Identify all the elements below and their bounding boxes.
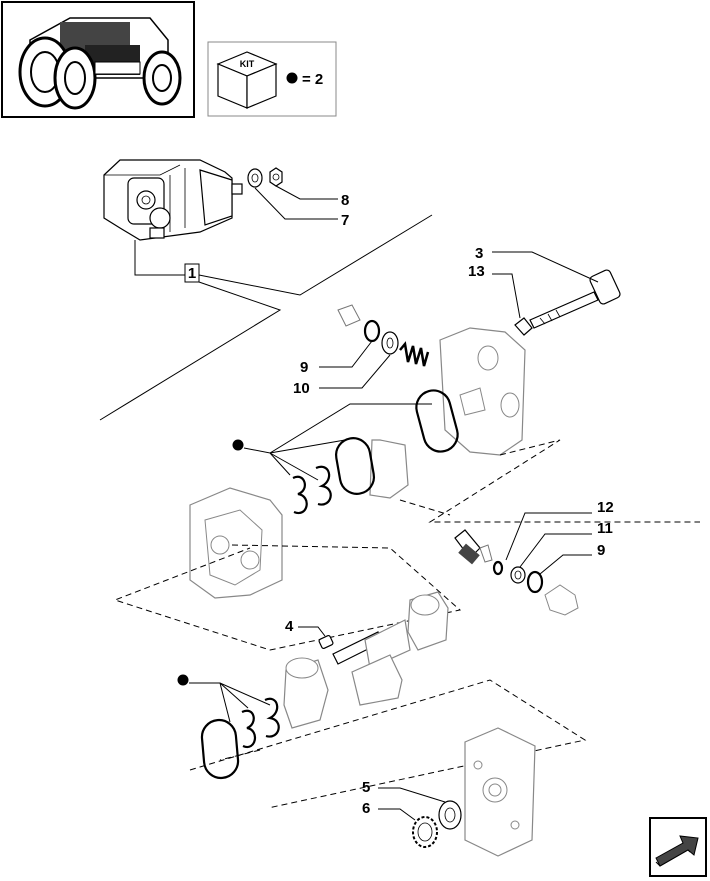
backup-seal-upper-2[interactable] — [315, 465, 332, 506]
washer-7[interactable] — [247, 168, 263, 188]
snap-ring-6[interactable] — [412, 816, 438, 848]
backup-seal-upper-1[interactable] — [292, 475, 308, 515]
seal-5[interactable] — [438, 800, 462, 830]
arrow-right-icon — [655, 835, 699, 867]
callout-12: 12 — [597, 499, 614, 516]
plug-hex[interactable] — [544, 584, 579, 616]
seal-ring-large[interactable] — [413, 387, 462, 456]
valve-plug[interactable] — [337, 304, 361, 327]
o-ring-9-lower[interactable] — [526, 570, 544, 594]
backup-seal-lower-2[interactable] — [264, 697, 280, 738]
bolt-3[interactable] — [529, 269, 621, 329]
tractor-icon — [18, 17, 182, 110]
front-flange[interactable] — [464, 727, 536, 857]
washer-10[interactable] — [381, 331, 399, 355]
callout-8: 8 — [341, 192, 349, 209]
spring[interactable] — [399, 341, 430, 367]
key-4[interactable] — [318, 634, 334, 650]
callout-4: 4 — [285, 618, 294, 635]
pump-assembly[interactable] — [103, 159, 243, 241]
o-ring-12[interactable] — [492, 560, 504, 576]
callout-1: 1 — [188, 265, 196, 282]
nut-8[interactable] — [269, 167, 283, 187]
callout-3: 3 — [475, 245, 483, 262]
bushing-lower[interactable] — [283, 657, 329, 729]
kit-box-icon — [216, 51, 278, 109]
rear-cover[interactable] — [439, 327, 526, 456]
seal-ring-plate[interactable] — [333, 435, 376, 496]
intermediate-plate[interactable] — [369, 439, 409, 499]
callout-13: 13 — [468, 263, 485, 280]
callout-11: 11 — [597, 520, 613, 537]
washer-11[interactable] — [510, 566, 526, 584]
next-page-button[interactable] — [649, 817, 707, 877]
relief-valve[interactable] — [454, 529, 493, 565]
callout-9-right: 9 — [597, 542, 605, 559]
washer-13[interactable] — [514, 317, 533, 336]
callout-7: 7 — [341, 212, 349, 229]
tractor-thumbnail[interactable] — [1, 1, 195, 118]
pump-body[interactable] — [189, 487, 283, 599]
callout-10: 10 — [293, 380, 310, 397]
driven-gear[interactable] — [351, 654, 403, 706]
kit-bullet-upper — [232, 439, 244, 451]
bushing-upper[interactable] — [407, 591, 449, 651]
callout-6: 6 — [362, 800, 370, 817]
backup-seal-lower-1[interactable] — [241, 709, 256, 749]
drive-shaft[interactable] — [332, 619, 411, 669]
callout-9-top: 9 — [300, 359, 308, 376]
callout-5: 5 — [362, 779, 370, 796]
kit-legend: KIT = 2 — [207, 41, 337, 117]
o-ring-9[interactable] — [363, 319, 381, 343]
seal-ring-lower[interactable] — [200, 718, 240, 780]
kit-bullet-icon — [286, 72, 298, 84]
kit-label: KIT — [240, 59, 255, 69]
kit-quantity: = 2 — [302, 71, 323, 88]
kit-bullet-lower — [177, 674, 189, 686]
